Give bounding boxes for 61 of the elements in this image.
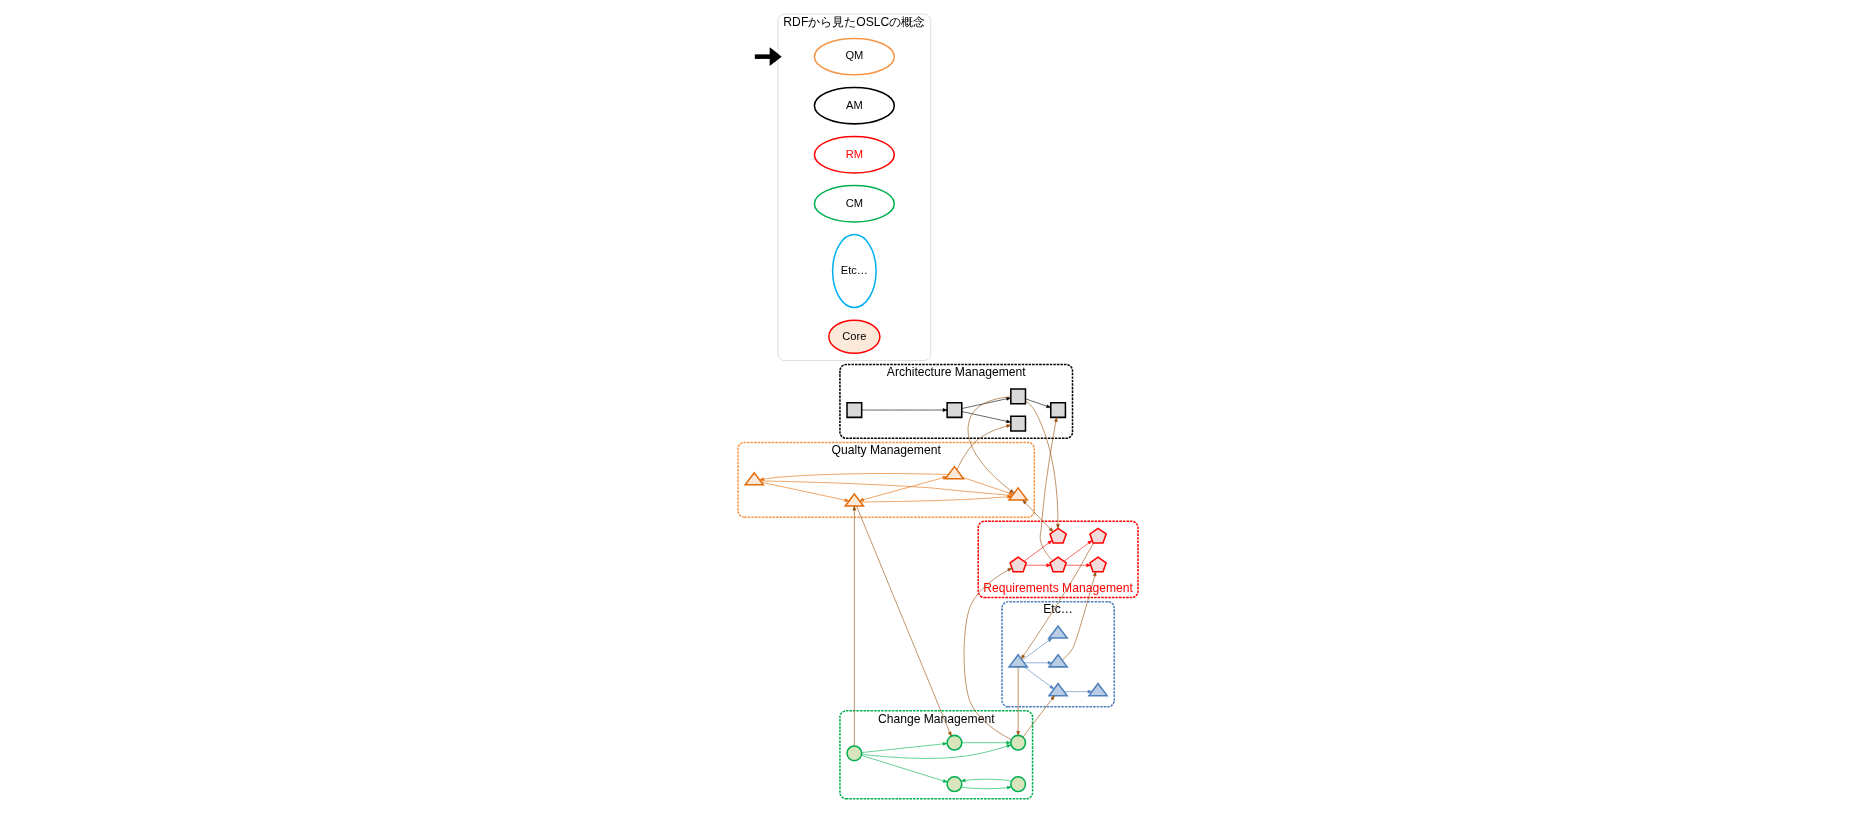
arrow [1023,540,1053,562]
node-box [1050,401,1067,419]
arrow [859,476,948,502]
connector [760,480,1013,496]
arrow [1025,400,1060,529]
arrow [961,741,1011,745]
node-box [1010,415,1027,432]
arrow [1025,563,1052,567]
node-circle [1010,734,1027,751]
arrow [861,742,948,753]
cluster: Etc… [1001,600,1115,708]
arrow [1039,417,1058,561]
node-box [946,401,963,419]
arrow [861,755,948,783]
arrow [1022,499,1054,533]
node-circle [846,745,863,762]
node-ellipse: Etc… [831,233,877,309]
cluster: Requirements Management [977,520,1139,599]
node-circle [946,776,963,793]
arrow [1021,637,1053,661]
arrow [1063,689,1093,694]
arrow [967,396,1015,494]
node-box [846,401,863,419]
arrow [860,495,1012,503]
arrow [1023,661,1053,665]
node-triangle [1047,624,1069,639]
node-pentagon [1089,556,1108,573]
arrow [961,411,1011,423]
cluster: Architecture Management [839,363,1074,440]
node-box [1010,388,1027,405]
node-ellipse: Core [828,319,881,354]
arrow [852,505,857,747]
node-circle [946,734,963,751]
node-circle [1010,776,1027,793]
arrow [754,47,782,67]
node-pentagon [1049,556,1068,573]
arrow [1023,666,1055,690]
arrow [1022,695,1055,738]
arrow [1025,398,1051,408]
arrow [861,408,948,412]
arrow [961,397,1011,409]
node-ellipse: CM [813,184,896,223]
node-ellipse: RM [813,135,896,174]
arrow [963,567,1013,740]
arrow [759,473,949,481]
arrow [1016,666,1020,736]
arrow [861,744,1012,759]
arrow [1062,571,1097,661]
cluster: Qualty Management [737,441,1036,518]
node-ellipse: QM [813,37,896,76]
node-ellipse: AM [813,86,896,125]
arrow [956,424,1012,471]
arrow [761,481,850,502]
arrow [1063,540,1093,562]
arrow [1021,542,1094,660]
arrow [962,477,1014,495]
arrow [961,785,1012,790]
arrow [856,505,952,737]
arrow [1065,563,1091,567]
arrow [960,778,1012,783]
cluster: Change Management [839,710,1034,800]
